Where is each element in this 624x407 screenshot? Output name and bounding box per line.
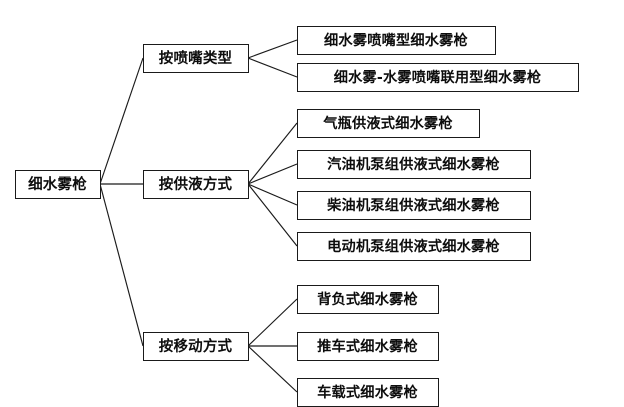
node-leaf-2[interactable]: 气瓶供液式细水雾枪 [296,108,481,139]
node-branch-2-label: 按移动方式 [159,337,233,355]
connector-branch-2-to-leaf-8 [247,345,298,393]
node-leaf-8[interactable]: 车载式细水雾枪 [296,377,440,407]
connector-branch-1-to-leaf-3 [247,163,298,185]
node-leaf-6[interactable]: 背负式细水雾枪 [296,284,440,315]
connector-root-to-branch-0 [99,57,144,185]
node-branch-0-rect [142,43,250,74]
node-branch-0[interactable]: 按喷嘴类型 [142,43,250,74]
node-leaf-4-rect [296,190,532,221]
node-leaf-2-label: 气瓶供液式细水雾枪 [322,115,453,132]
connector-branch-2-to-leaf-6 [247,298,298,347]
node-leaf-2-rect [296,108,481,139]
node-leaf-0-rect [296,25,497,56]
node-branch-2-rect [142,331,250,362]
node-leaf-1-rect [296,62,580,93]
node-branch-1-rect [142,169,250,200]
node-leaf-6-label: 背负式细水雾枪 [317,291,418,308]
node-branch-1[interactable]: 按供液方式 [142,169,250,200]
node-leaf-4-label: 柴油机泵组供液式细水雾枪 [326,197,500,214]
node-leaf-7-label: 推车式细水雾枪 [317,338,418,355]
node-branch-0-label: 按喷嘴类型 [159,49,233,67]
node-leaf-0-label: 细水雾喷嘴型细水雾枪 [324,32,468,49]
connector-group [99,39,298,393]
node-leaf-5-label: 电动机泵组供液式细水雾枪 [327,238,500,255]
node-leaf-0[interactable]: 细水雾喷嘴型细水雾枪 [296,25,497,56]
node-leaf-5[interactable]: 电动机泵组供液式细水雾枪 [296,231,532,262]
connector-branch-0-to-leaf-1 [247,57,298,78]
node-leaf-7[interactable]: 推车式细水雾枪 [296,331,440,362]
node-root-rect [14,169,102,200]
node-root-label: 细水雾枪 [28,175,87,193]
connector-branch-1-to-leaf-4 [247,183,298,206]
node-branch-2[interactable]: 按移动方式 [142,331,250,362]
connector-root-to-branch-2 [99,183,144,347]
node-root[interactable]: 细水雾枪 [14,169,102,200]
node-leaf-1[interactable]: 细水雾-水雾喷嘴联用型细水雾枪 [296,62,580,93]
connector-branch-0-to-leaf-0 [247,39,298,59]
node-leaf-3[interactable]: 汽油机泵组供液式细水雾枪 [296,149,532,180]
node-leaf-1-label: 细水雾-水雾喷嘴联用型细水雾枪 [334,69,542,86]
node-leaf-3-label: 汽油机泵组供液式细水雾枪 [327,156,500,173]
node-leaf-4[interactable]: 柴油机泵组供液式细水雾枪 [296,190,532,221]
connector-branch-1-to-leaf-5 [247,183,298,247]
node-leaf-6-rect [296,284,440,315]
node-leaf-8-label: 车载式细水雾枪 [317,384,418,401]
node-branch-1-label: 按供液方式 [159,175,233,193]
connector-branch-1-to-leaf-2 [247,122,298,185]
node-leaf-7-rect [296,331,440,362]
node-leaf-3-rect [296,149,532,180]
node-leaf-5-rect [296,231,532,262]
